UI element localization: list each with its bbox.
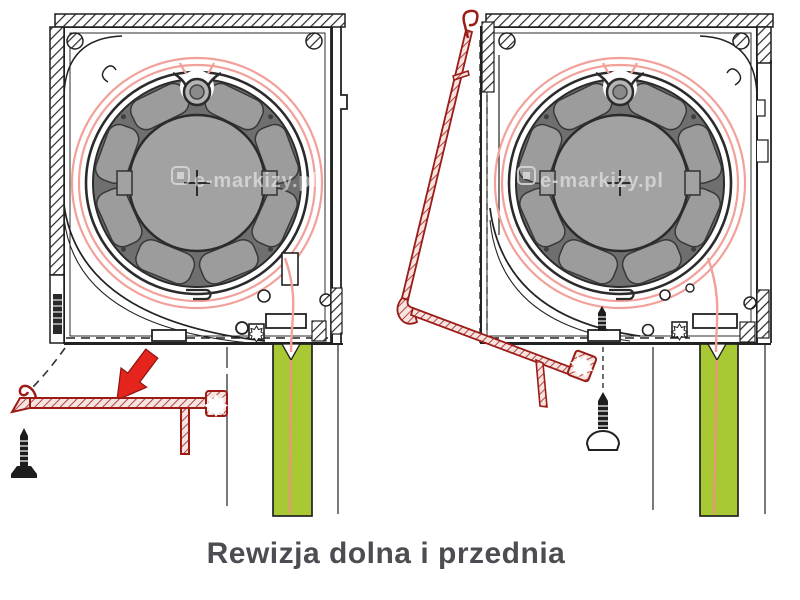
shutter-slat-line [712,359,719,515]
screw-icon-right [585,347,621,451]
guide-rail-left [272,343,313,517]
box-top-profile [54,13,346,28]
box-top-profile [485,13,774,28]
figure-caption: Rewizja dolna i przednia [206,537,566,570]
box-right-profile [756,26,772,64]
open-edge-dashed [479,40,488,343]
watermark-text: e-markizy.pl [194,170,318,192]
screw-icon-inside [598,306,606,331]
watermark-text: e-markizy.pl [540,170,664,192]
red-arrow-icon [116,348,159,401]
screw-icon-wall [53,294,62,334]
screw-icon-left [11,428,37,478]
swing-dashed-arc [29,347,66,391]
window-frame-right [652,344,766,514]
shutter-box-right: e-markizy.pl [479,13,774,345]
watermark: e-markizy.pl [171,166,318,192]
figure-bottom-inspection: e-markizy.pl [10,13,348,517]
shutter-box-left: e-markizy.pl [49,13,348,345]
shutter-slat-line [288,359,293,514]
guide-rail-right [699,343,739,517]
shutter-curtain-path [283,257,295,353]
watermark: e-markizy.pl [517,166,664,192]
figure-front-inspection: e-markizy.pl [396,9,774,517]
box-left-profile [49,26,65,276]
revision-panel-opened [396,9,598,408]
revision-panel-removed [10,384,228,455]
shutter-curtain-path [706,257,719,353]
